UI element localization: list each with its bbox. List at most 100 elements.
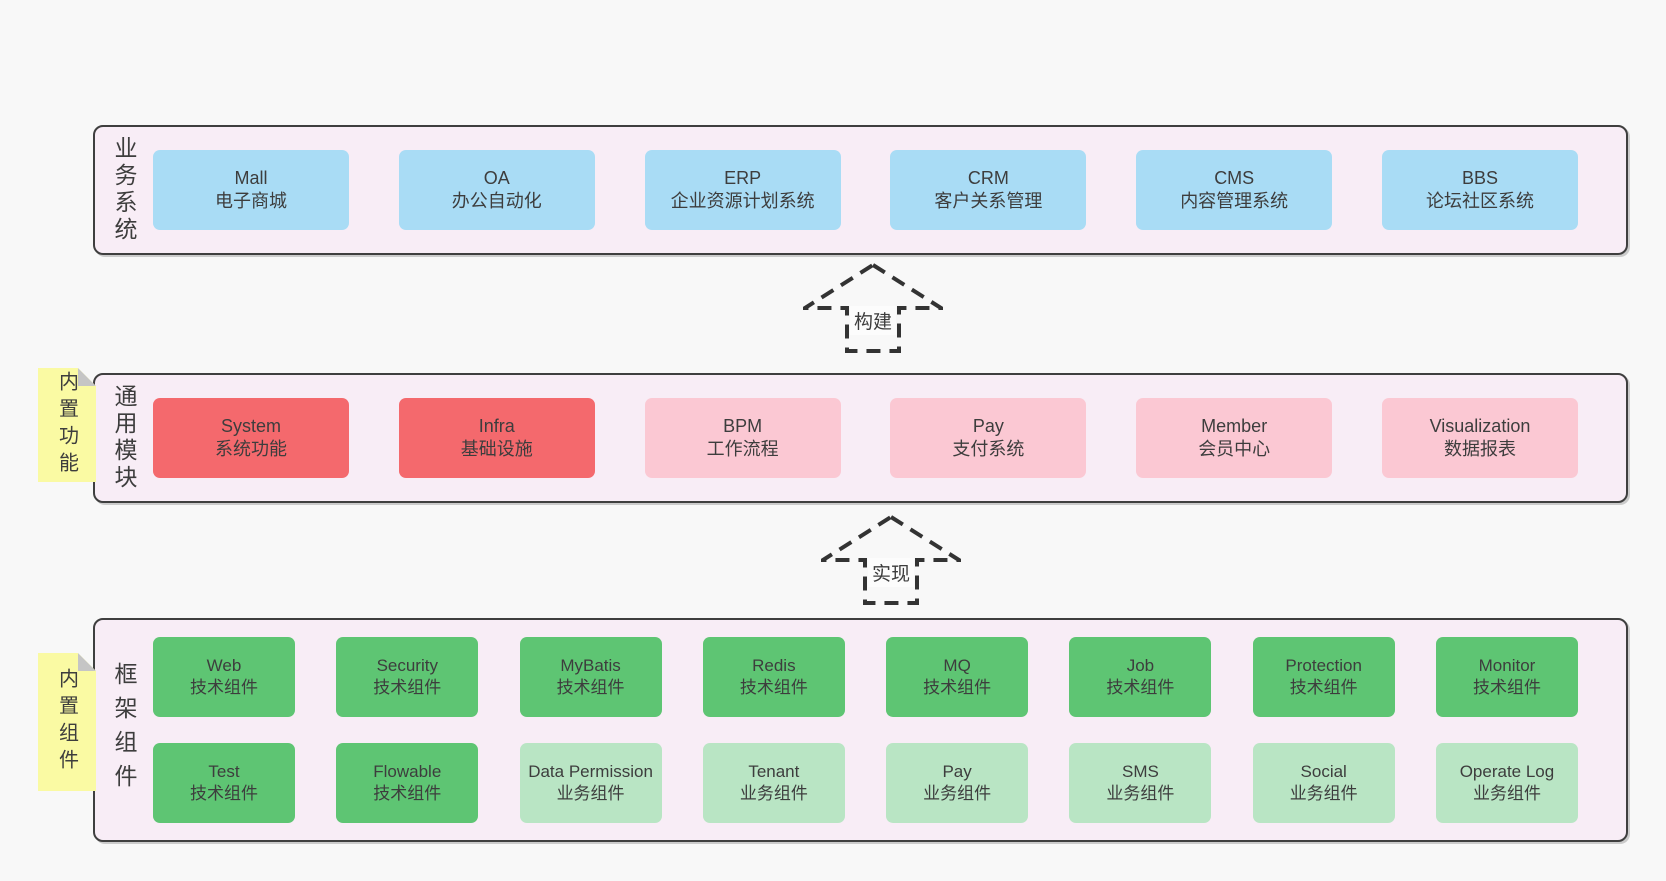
box-title: Redis — [752, 656, 796, 675]
box-subtitle: 客户关系管理 — [934, 191, 1043, 211]
box-title: Security — [376, 656, 438, 675]
module-box-monitor: Monitor 技术组件 — [1435, 637, 1578, 717]
arrow-up-build: 构建 — [803, 262, 943, 354]
box-title: Flowable — [373, 762, 442, 781]
box-subtitle: 企业资源计划系统 — [670, 191, 815, 211]
module-box-sms: SMS 业务组件 — [1069, 743, 1212, 823]
module-box-security: Security 技术组件 — [336, 637, 479, 717]
module-box-oa: OA 办公自动化 — [398, 150, 595, 230]
box-title: SMS — [1121, 762, 1159, 781]
box-title: Social — [1300, 762, 1347, 781]
module-box-data-permission: Data Permission 业务组件 — [519, 743, 662, 823]
box-title: CMS — [1214, 168, 1255, 188]
module-box-mybatis: MyBatis 技术组件 — [519, 637, 662, 717]
module-box-erp: ERP 企业资源计划系统 — [644, 150, 841, 230]
box-title: MQ — [943, 656, 971, 675]
box-title: OA — [483, 168, 510, 188]
sticky-note-built-in-components: 内置组件 — [38, 653, 96, 791]
box-subtitle: 技术组件 — [923, 678, 992, 697]
box-title: CRM — [967, 168, 1009, 188]
arrow-up-implement: 实现 — [821, 514, 961, 606]
box-title: Data Permission — [528, 762, 653, 781]
band-label-common-modules: 通用模块 — [95, 375, 153, 501]
box-title: Web — [206, 656, 242, 675]
box-subtitle: 技术组件 — [373, 678, 442, 697]
box-title: Infra — [478, 416, 515, 436]
module-box-system: System 系统功能 — [153, 398, 349, 478]
box-title: MyBatis — [560, 656, 621, 675]
box-subtitle: 工作流程 — [706, 439, 779, 459]
box-title: Test — [208, 762, 240, 781]
box-subtitle: 技术组件 — [190, 784, 258, 803]
box-subtitle: 办公自动化 — [451, 191, 542, 211]
box-subtitle: 技术组件 — [1472, 678, 1541, 697]
box-title: Mall — [234, 168, 268, 188]
band-label-business-systems: 业务系统 — [95, 127, 153, 253]
box-subtitle: 业务组件 — [1106, 784, 1175, 803]
box-subtitle: 技术组件 — [1106, 678, 1175, 697]
box-title: Visualization — [1429, 416, 1531, 436]
box-title: Monitor — [1478, 656, 1536, 675]
box-subtitle: 技术组件 — [373, 784, 442, 803]
box-title: Pay — [942, 762, 972, 781]
box-subtitle: 基础设施 — [460, 439, 533, 459]
band-label-text: 通用模块 — [111, 384, 137, 492]
box-subtitle: 支付系统 — [952, 439, 1025, 459]
box-subtitle: 内容管理系统 — [1180, 191, 1289, 211]
box-title: Member — [1201, 416, 1268, 436]
module-box-job: Job 技术组件 — [1069, 637, 1212, 717]
dashed-up-arrow-icon — [821, 514, 961, 605]
box-subtitle: 技术组件 — [739, 678, 808, 697]
box-title: System — [220, 416, 281, 436]
box-subtitle: 技术组件 — [1289, 678, 1358, 697]
band-label-text: 业务系统 — [111, 136, 137, 244]
module-box-web: Web 技术组件 — [153, 637, 295, 717]
arrow-implement-label: 实现 — [867, 558, 915, 587]
box-subtitle: 系统功能 — [215, 439, 287, 459]
box-subtitle: 技术组件 — [190, 678, 258, 697]
box-title: BPM — [723, 416, 763, 436]
dashed-up-arrow-icon — [803, 262, 943, 353]
box-subtitle: 业务组件 — [739, 784, 808, 803]
sticky-note-built-in-features: 内置功能 — [38, 368, 96, 482]
box-subtitle: 论坛社区系统 — [1425, 191, 1534, 211]
module-box-crm: CRM 客户关系管理 — [890, 150, 1087, 230]
box-subtitle: 业务组件 — [923, 784, 992, 803]
band-label-text: 框架组件 — [111, 662, 137, 798]
box-title: Job — [1126, 656, 1155, 675]
box-title: Operate Log — [1459, 762, 1555, 781]
module-box-cms: CMS 内容管理系统 — [1136, 150, 1333, 230]
box-title: Protection — [1285, 656, 1362, 675]
module-box-bpm: BPM 工作流程 — [644, 398, 841, 478]
module-box-tenant: Tenant 业务组件 — [702, 743, 845, 823]
module-box-redis: Redis 技术组件 — [702, 637, 845, 717]
module-box-protection: Protection 技术组件 — [1252, 637, 1395, 717]
module-box-member: Member 会员中心 — [1136, 398, 1333, 478]
box-subtitle: 会员中心 — [1198, 439, 1271, 459]
arrow-build-label: 构建 — [849, 306, 897, 335]
module-box-mq: MQ 技术组件 — [886, 637, 1029, 717]
box-subtitle: 业务组件 — [556, 784, 625, 803]
sticky-note-text: 内置组件 — [55, 668, 78, 776]
sticky-note-text: 内置功能 — [55, 371, 78, 479]
module-box-test: Test 技术组件 — [153, 743, 295, 823]
box-title: ERP — [724, 168, 762, 188]
box-subtitle: 技术组件 — [556, 678, 625, 697]
box-title: Tenant — [748, 762, 800, 781]
band-label-framework-components: 框架组件 — [95, 620, 153, 840]
